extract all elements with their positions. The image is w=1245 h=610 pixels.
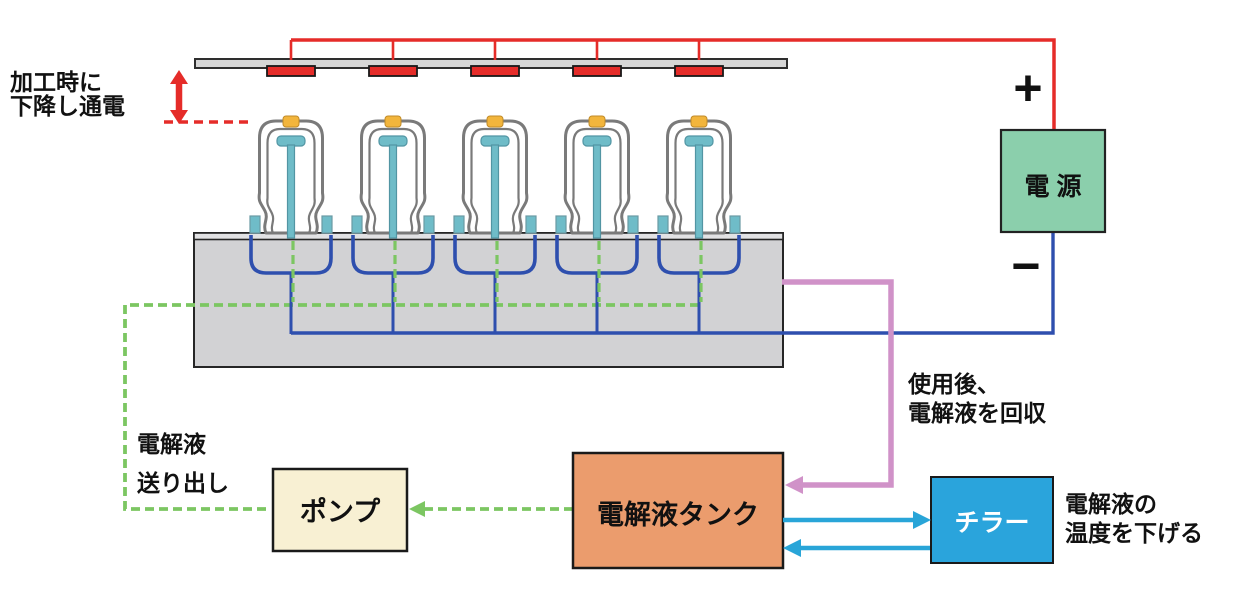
pump-box xyxy=(271,467,409,553)
lowering-indicator xyxy=(164,70,250,124)
electrolyte-tank-box xyxy=(571,451,785,570)
power-supply-box xyxy=(999,128,1107,234)
machining-note-line1: 加工時に xyxy=(9,69,102,95)
positive-bus-wire xyxy=(291,38,1056,131)
return-arrowhead xyxy=(785,476,803,494)
sendout-note-line2: 送り出し xyxy=(137,470,229,496)
from-chiller-arrowhead xyxy=(783,539,801,557)
electrolyte-supply-pipe xyxy=(123,303,699,511)
collect-note-line1: 使用後、 xyxy=(907,371,1000,397)
electrolyte-tank-label: 電解液タンク xyxy=(597,500,759,530)
collect-note-line2: 電解液を回収 xyxy=(908,400,1047,426)
negative-bus-wire xyxy=(291,232,1055,335)
plus-sign: + xyxy=(1013,60,1042,116)
cooling-note-line1: 電解液の xyxy=(1065,491,1157,517)
electrolyte-return-pipe xyxy=(782,279,894,488)
minus-sign: − xyxy=(1011,238,1040,294)
machining-note-line2: 下降し通電 xyxy=(10,93,125,119)
pump-inlet-arrowhead xyxy=(409,501,425,517)
down-arrowhead xyxy=(170,110,188,124)
chiller-loop-arrows xyxy=(783,511,931,557)
power-supply-label: 電 源 xyxy=(1025,173,1082,201)
sendout-note-line1: 電解液 xyxy=(137,431,206,457)
pump-label: ポンプ xyxy=(300,497,381,527)
up-arrowhead xyxy=(170,70,188,84)
chiller-box xyxy=(930,476,1054,564)
chiller-label: チラー xyxy=(954,509,1029,537)
cooling-note-line2: 温度を下げる xyxy=(1065,520,1203,546)
to-chiller-arrowhead xyxy=(913,511,931,529)
work-block xyxy=(193,232,784,368)
